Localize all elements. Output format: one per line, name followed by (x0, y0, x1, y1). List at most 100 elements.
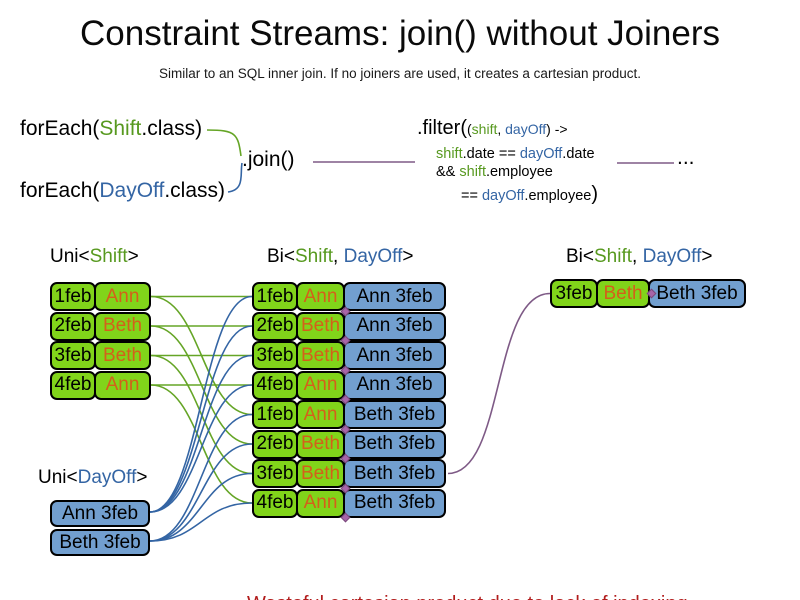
dayoff-cell: Ann 3feb (343, 311, 446, 341)
warning-line-1: Wasteful cartesian product due to lack o… (247, 590, 693, 600)
brace-shift-connector (206, 129, 242, 157)
shift-date-cell: 1feb (252, 282, 298, 311)
bi-right-shift: Shift (594, 246, 633, 267)
filter-code-line1: .filter((shift, dayOff) -> (417, 117, 568, 140)
dayoff-cell: Ann 3feb (343, 341, 446, 370)
shift-date-cell: 3feb (252, 459, 298, 488)
bi-mid-pre: Bi< (267, 246, 295, 267)
ann-to-row2-connector (149, 325, 253, 513)
filter-line2-dayoff: dayOff (519, 146, 563, 162)
shift-employee-cell: Ann (296, 282, 345, 311)
ann-to-row1-connector (149, 295, 253, 513)
foreach-dayoff-post: .class) (164, 179, 226, 202)
filter-params-open: ( (467, 121, 472, 137)
foreach-shift-code: forEach(Shift.class) (20, 117, 202, 141)
shift-employee-cell: Ann (296, 400, 345, 429)
foreach-dayoff-pre: forEach( (20, 179, 100, 202)
uni-dayoff-type: DayOff (77, 467, 137, 488)
filter-line2-field: .date (562, 146, 595, 162)
warning-text: Wasteful cartesian product due to lack o… (247, 534, 693, 600)
shift-employee-cell: Beth (94, 311, 151, 341)
shift-employee-cell: Ann (296, 488, 345, 518)
uni-shift-type: Shift (89, 246, 128, 267)
dayoff-cell: Beth 3feb (343, 400, 446, 429)
shift-date-cell: 3feb (252, 341, 298, 370)
ellipsis-text: ... (677, 146, 695, 169)
filter-line3-shift: shift (459, 164, 486, 180)
shift-employee-cell: Ann (94, 282, 151, 311)
foreach-shift-pre: forEach( (20, 117, 100, 140)
bi-mid-post: > (402, 246, 414, 267)
filter-params-close: ) -> (546, 121, 568, 137)
filter-line4-op: == (461, 188, 482, 204)
join-code: .join() (242, 148, 295, 171)
filter-line2-shift: shift (436, 146, 463, 162)
shift-date-cell: 1feb (50, 282, 96, 311)
bi-right-header: Bi<Shift, DayOff> (566, 246, 712, 268)
filter-line3-field: .employee (485, 164, 553, 180)
shift-date-cell: 2feb (50, 311, 96, 341)
uni-shift-post: > (127, 246, 139, 267)
filter-code-line4: == dayOff.employee) (461, 183, 598, 206)
bi-right-sep: , (632, 246, 643, 267)
bi-right-post: > (701, 246, 713, 267)
shift1-to-row5-connector (150, 295, 253, 416)
shift-date-cell: 4feb (252, 488, 298, 518)
uni-shift-pre: Uni< (50, 246, 90, 267)
page-subtitle: Similar to an SQL inner join. If no join… (159, 66, 641, 81)
dayoff-cell: Beth 3feb (343, 429, 446, 459)
bi-right-pre: Bi< (566, 246, 594, 267)
uni-dayoff-header: Uni<DayOff> (38, 467, 148, 489)
match-to-result-connector (447, 292, 551, 475)
filter-code-line2: shift.date == dayOff.date (436, 146, 595, 162)
foreach-dayoff-class: DayOff (99, 179, 165, 202)
shift-date-cell: 2feb (252, 429, 298, 459)
shift-employee-cell: Beth (296, 341, 345, 370)
filter-line3-and: && (436, 164, 460, 180)
shift-date-cell: 1feb (252, 400, 298, 429)
uni-dayoff-post: > (136, 467, 148, 488)
filter-params: (shift, dayOff) -> (467, 121, 568, 137)
beth-to-row7-connector (149, 472, 253, 542)
bi-mid-shift: Shift (295, 246, 334, 267)
dayoff-cell: Ann 3feb (343, 282, 446, 311)
dayoff-cell: Beth 3feb (50, 529, 150, 556)
filter-head: .filter( (417, 117, 467, 139)
filter-close-paren: ) (591, 183, 598, 205)
uni-shift-header: Uni<Shift> (50, 246, 139, 268)
ann-to-row3-connector (149, 354, 253, 513)
filter-line4-dayoff: dayOff (481, 188, 525, 204)
filter-params-sep: , (497, 121, 506, 137)
page-title: Constraint Streams: join() without Joine… (80, 14, 720, 53)
bi-mid-dayoff: DayOff (343, 246, 403, 267)
bi-mid-sep: , (333, 246, 344, 267)
shift-date-cell: 3feb (50, 341, 96, 370)
bi-right-dayoff: DayOff (642, 246, 702, 267)
shift-date-cell: 4feb (252, 370, 298, 400)
shift-date-cell: 3feb (550, 279, 598, 308)
ann-to-row4-connector (149, 384, 253, 513)
beth-to-row6-connector (149, 443, 253, 542)
beth-to-row8-connector (149, 502, 253, 542)
uni-dayoff-row: Beth 3feb (50, 529, 150, 556)
shift-date-cell: 4feb (50, 370, 96, 400)
shift-employee-cell: Beth (296, 459, 345, 488)
brace-dayoff-connector (227, 162, 243, 193)
uni-dayoff-row: Ann 3feb (50, 500, 150, 527)
foreach-shift-post: .class) (141, 117, 203, 140)
shift-employee-cell: Ann (94, 370, 151, 400)
shift2-to-row6-connector (150, 325, 253, 445)
